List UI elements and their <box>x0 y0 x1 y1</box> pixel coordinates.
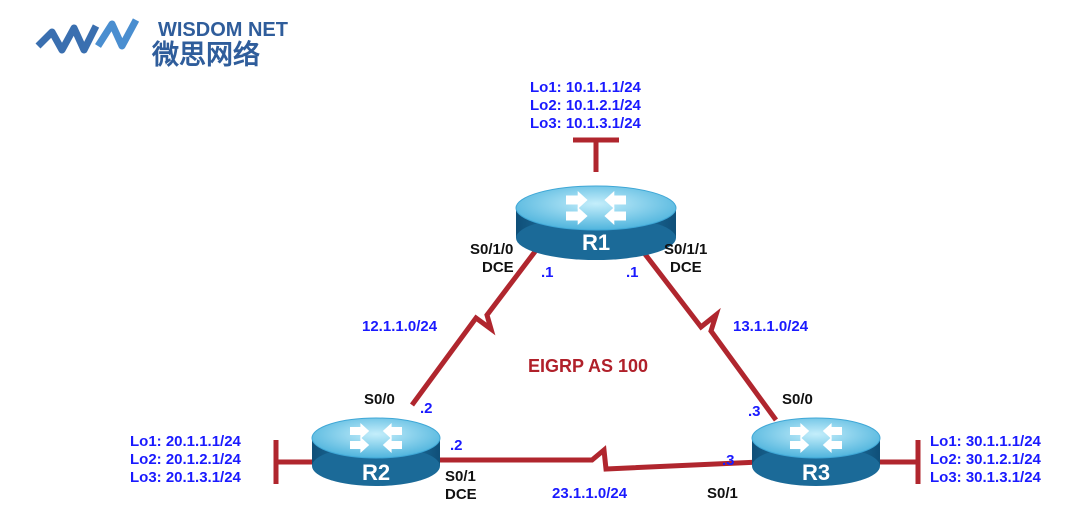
r1-r3-r3-interface: S0/0 <box>782 391 813 408</box>
link-r2-r3 <box>440 445 761 472</box>
r2-r3-r3-host: .3 <box>722 452 735 469</box>
router-r1-name: R1 <box>582 230 610 255</box>
r2-loopback-list: Lo1: 20.1.1.1/24 Lo2: 20.1.2.1/24 Lo3: 2… <box>130 433 242 486</box>
r2-r3-r2-dce: DCE <box>445 486 477 503</box>
r2-loopback-3: Lo3: 20.1.3.1/24 <box>130 469 242 486</box>
router-r2-name: R2 <box>362 460 390 485</box>
r3-loopback-2: Lo2: 30.1.2.1/24 <box>930 451 1042 468</box>
r2-loopback-2: Lo2: 20.1.2.1/24 <box>130 451 242 468</box>
r1-loopback-stub <box>573 137 619 172</box>
link-r1-r2 <box>409 243 542 407</box>
router-r3[interactable]: R3 <box>751 417 881 486</box>
r3-loopback-stub <box>880 440 921 484</box>
r1-loopback-3: Lo3: 10.1.3.1/24 <box>530 115 642 132</box>
r3-loopback-1: Lo1: 30.1.1.1/24 <box>930 433 1042 450</box>
protocol-label: EIGRP AS 100 <box>528 356 648 376</box>
r1-r3-r3-host: .3 <box>748 403 761 420</box>
r1-r2-r2-host: .2 <box>420 400 433 417</box>
router-r2[interactable]: R2 <box>311 417 441 486</box>
r1-r3-r1-interface: S0/1/1 <box>664 241 707 258</box>
link-r1-r3 <box>636 243 779 422</box>
router-r1[interactable]: R1 <box>515 185 677 260</box>
r2-r3-r2-interface: S0/1 <box>445 468 476 485</box>
r2-loopback-1: Lo1: 20.1.1.1/24 <box>130 433 242 450</box>
logo-subtitle: 微思网络 <box>151 39 260 71</box>
wisdom-net-logo: WISDOM NET 微思网络 <box>35 18 288 71</box>
r1-r2-r1-interface: S0/1/0 <box>470 241 513 258</box>
r1-r2-r1-dce: DCE <box>482 259 514 276</box>
r1-loopback-2: Lo2: 10.1.2.1/24 <box>530 97 642 114</box>
r2-r3-network: 23.1.1.0/24 <box>552 485 628 502</box>
r1-r2-r2-interface: S0/0 <box>364 391 395 408</box>
router-r3-name: R3 <box>802 460 830 485</box>
r1-loopback-list: Lo1: 10.1.1.1/24 Lo2: 10.1.2.1/24 Lo3: 1… <box>530 79 642 132</box>
r2-r3-r2-host: .2 <box>450 437 463 454</box>
r3-loopback-3: Lo3: 30.1.3.1/24 <box>930 469 1042 486</box>
logo-name: WISDOM NET <box>158 19 288 41</box>
r1-r3-r1-host: .1 <box>626 264 639 281</box>
r1-r2-r1-host: .1 <box>541 264 554 281</box>
r3-loopback-list: Lo1: 30.1.1.1/24 Lo2: 30.1.2.1/24 Lo3: 3… <box>930 433 1042 486</box>
r2-loopback-stub <box>273 440 312 484</box>
r1-r3-r1-dce: DCE <box>670 259 702 276</box>
r1-r2-network: 12.1.1.0/24 <box>362 318 438 335</box>
r1-loopback-1: Lo1: 10.1.1.1/24 <box>530 79 642 96</box>
r2-r3-r3-interface: S0/1 <box>707 485 738 502</box>
logo-wave-icon <box>35 18 140 54</box>
r1-r3-network: 13.1.1.0/24 <box>733 318 809 335</box>
